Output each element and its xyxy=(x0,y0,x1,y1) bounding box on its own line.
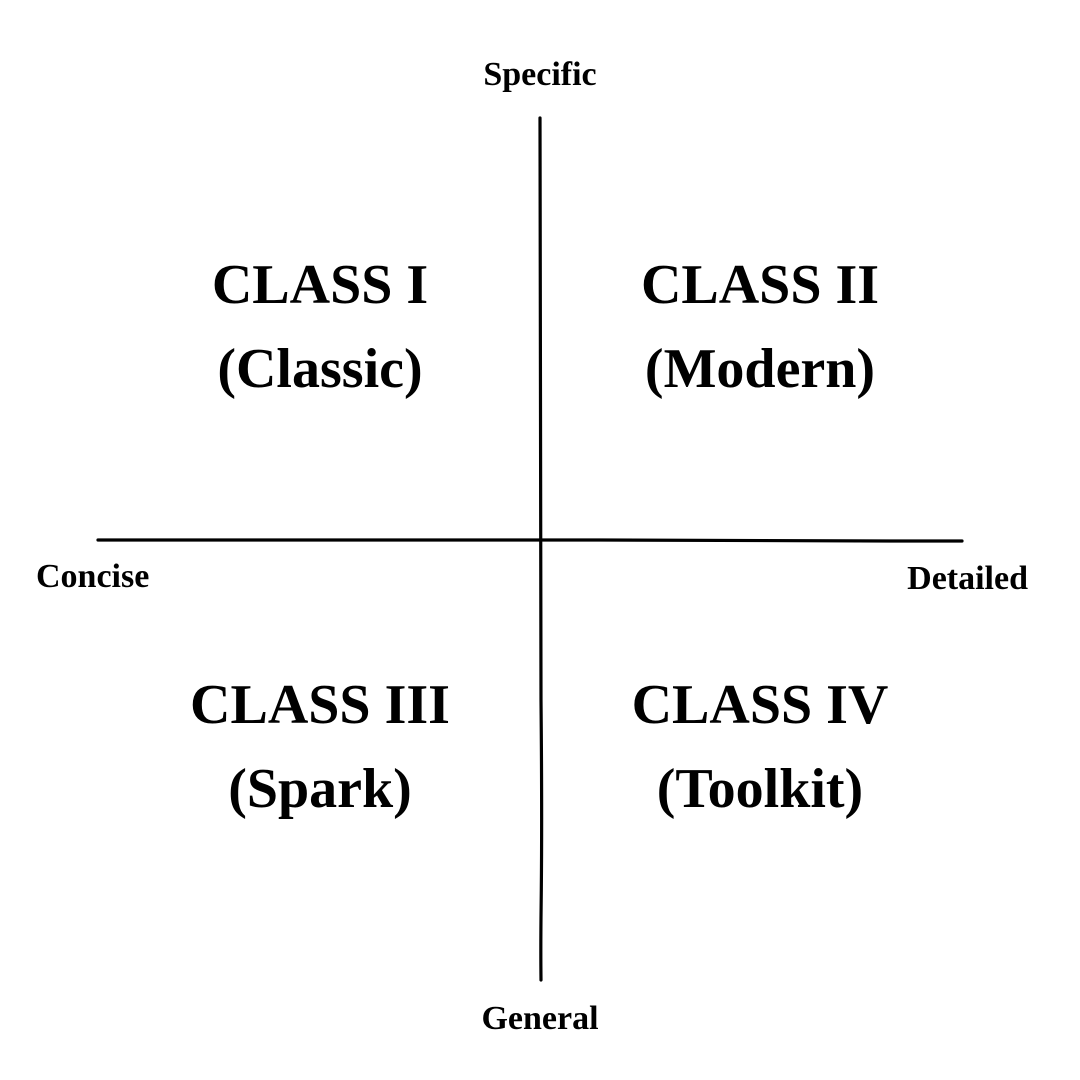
quadrant-title: CLASS I xyxy=(211,254,429,316)
quadrant-subtitle: (Spark) xyxy=(228,758,412,820)
quadrant-title: CLASS III xyxy=(190,674,450,736)
quadrant-class-i: CLASS I (Classic) xyxy=(100,243,540,411)
horizontal-axis xyxy=(96,538,964,543)
axis-label-general: General xyxy=(481,1000,599,1037)
quadrant-title: CLASS IV xyxy=(631,674,889,736)
axis-label-detailed: Detailed xyxy=(907,560,1028,597)
quadrant-title: CLASS II xyxy=(640,254,880,316)
quadrant-class-iii: CLASS III (Spark) xyxy=(100,663,540,831)
quadrant-subtitle: (Modern) xyxy=(644,338,876,400)
quadrant-class-iv: CLASS IV (Toolkit) xyxy=(540,663,980,831)
vertical-axis xyxy=(538,116,544,982)
quadrant-subtitle: (Toolkit) xyxy=(656,758,864,820)
quadrant-subtitle: (Classic) xyxy=(217,338,423,400)
axis-label-concise: Concise xyxy=(36,558,150,595)
quadrant-class-ii: CLASS II (Modern) xyxy=(540,243,980,411)
axis-label-specific: Specific xyxy=(483,56,597,93)
